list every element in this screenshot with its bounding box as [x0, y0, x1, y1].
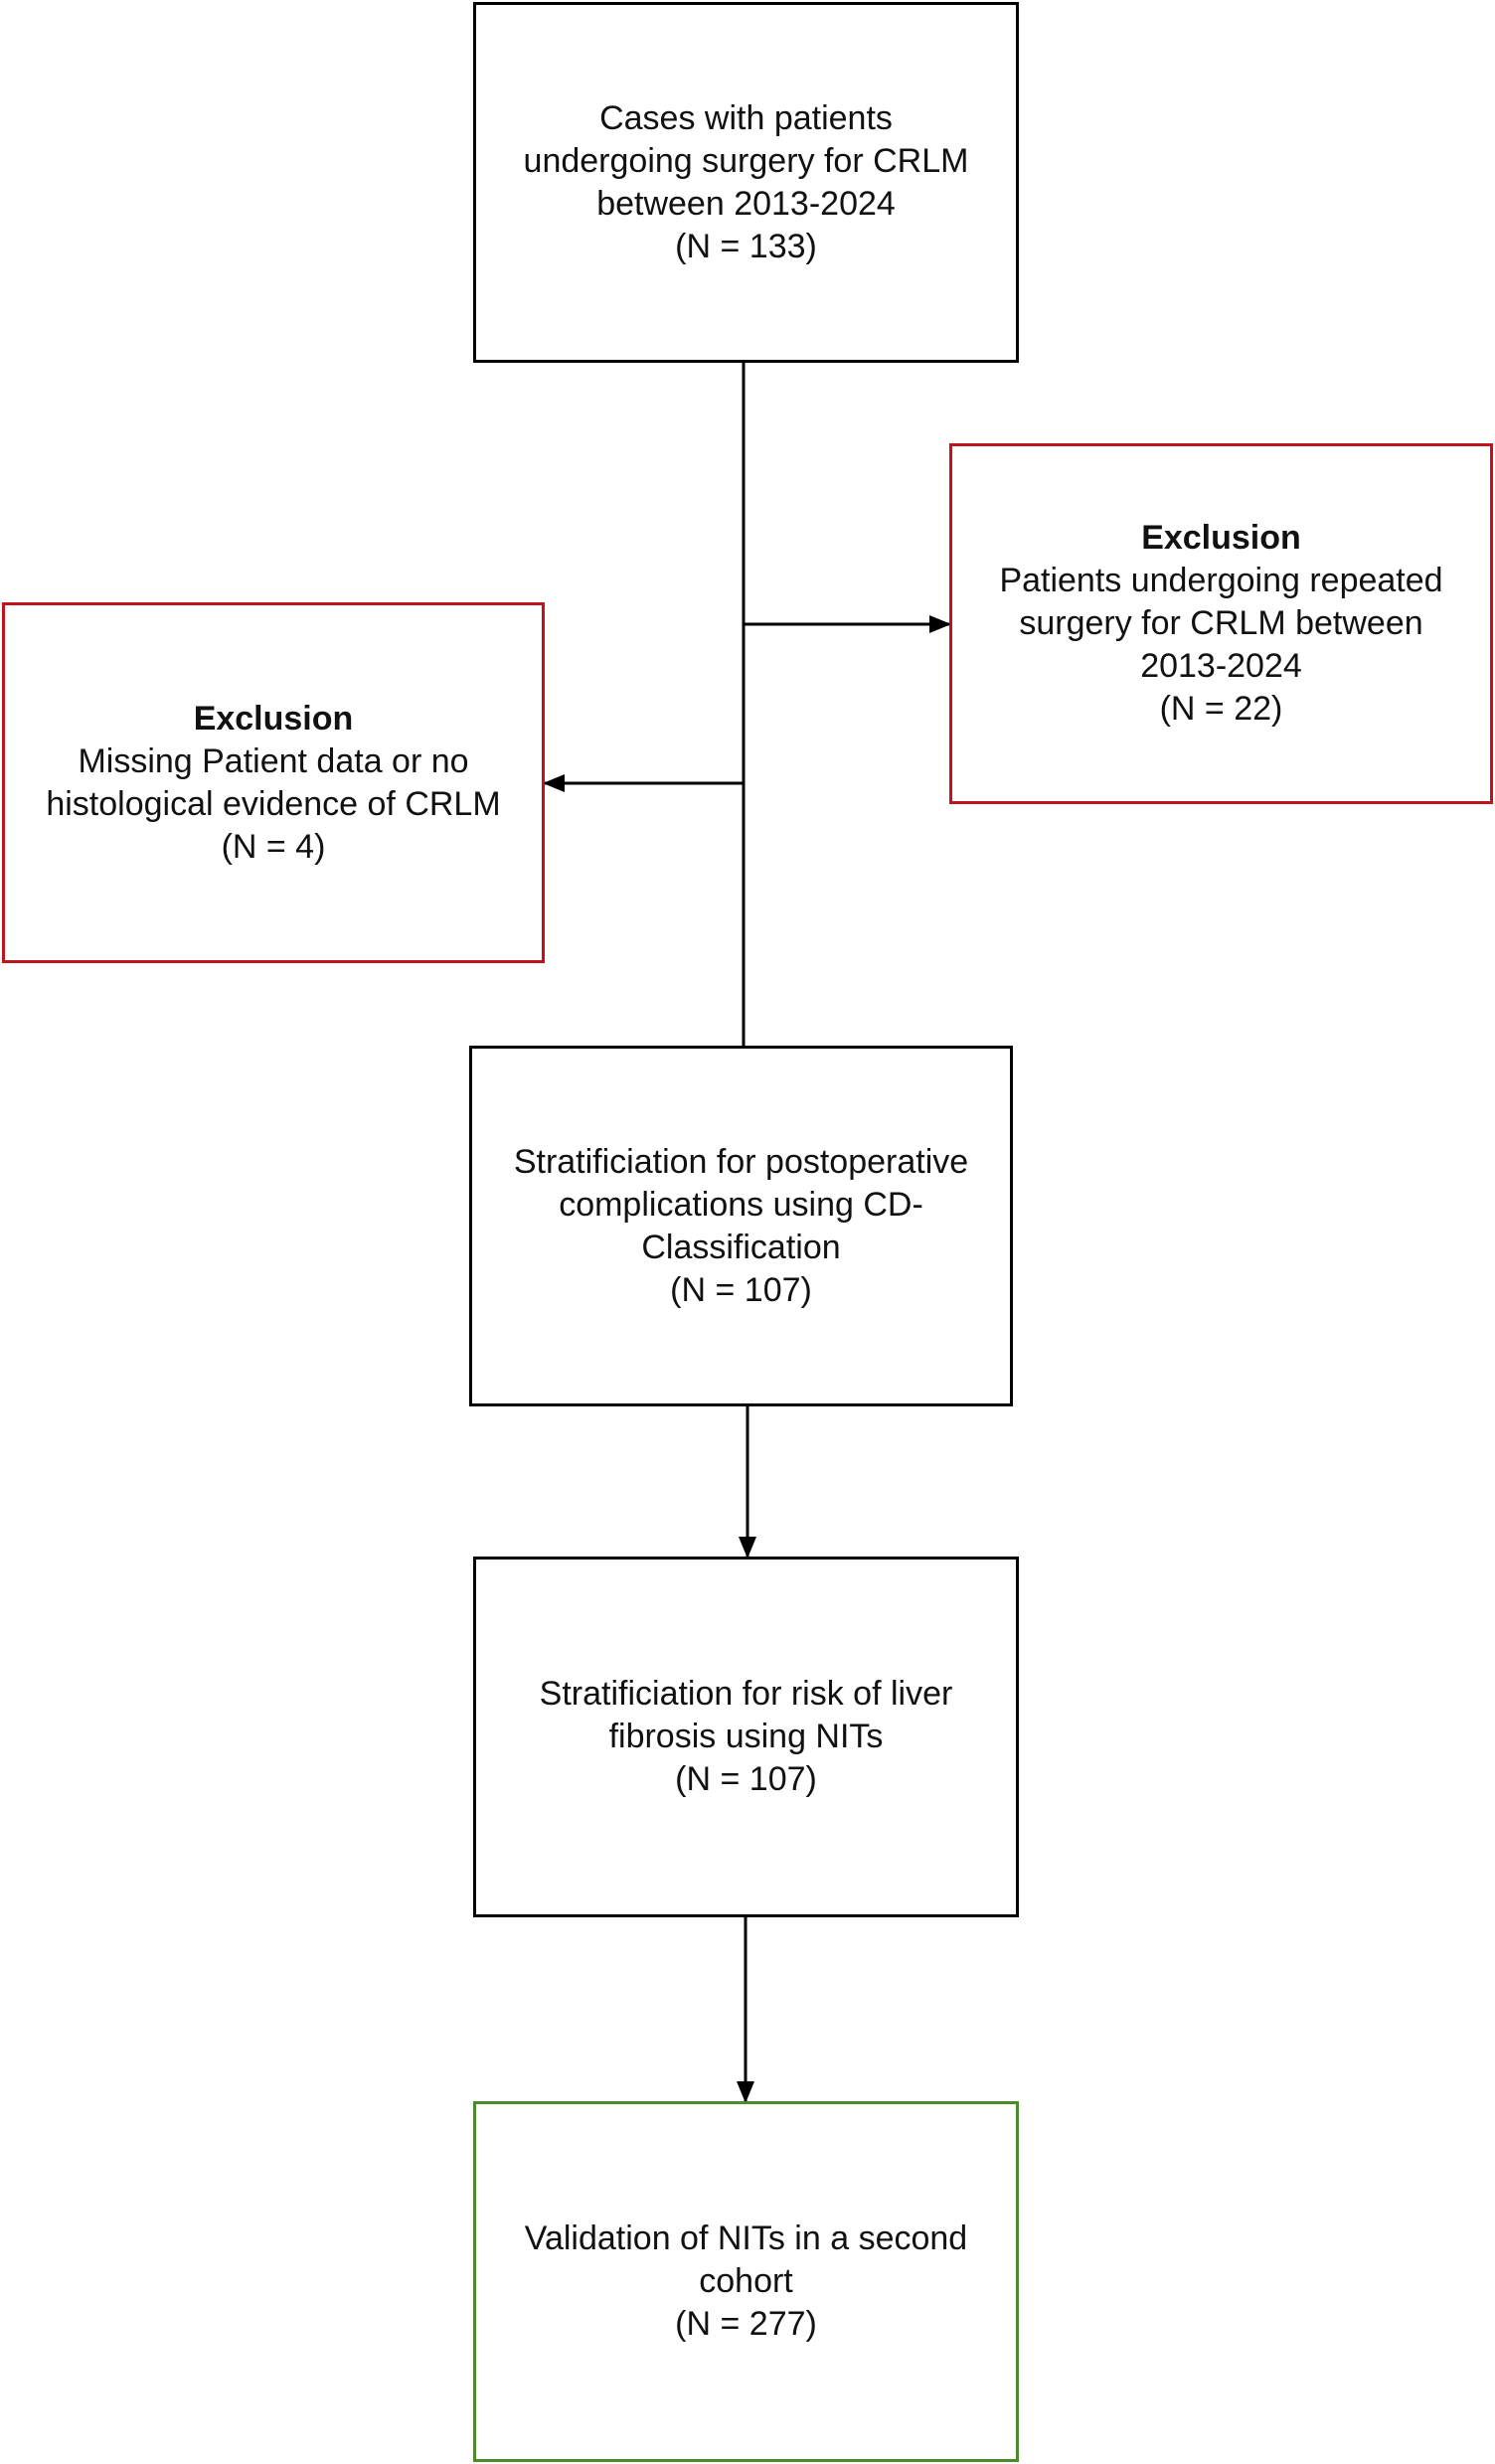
fibrosis-count: (N = 107)	[675, 1760, 817, 1798]
validation-line: Validation of NITs in a second	[524, 2219, 968, 2257]
exclusion-left-line: Missing Patient data or no	[78, 741, 469, 780]
complications-box: Stratificiation for postoperative compli…	[469, 1046, 1013, 1406]
fibrosis-line: fibrosis using NITs	[608, 1718, 884, 1755]
exclusion-left-heading: Exclusion	[193, 699, 354, 738]
start-line: between 2013-2024	[596, 184, 896, 223]
validation-box: Validation of NITs in a second cohort (N…	[473, 2101, 1019, 2462]
exclusion-left-count: (N = 4)	[221, 827, 326, 866]
complications-line: Stratificiation for postoperative	[513, 1142, 969, 1181]
exclusion-right-line: 2013-2024	[1140, 647, 1302, 685]
start-line: undergoing surgery for CRLM	[523, 141, 969, 180]
validation-count: (N = 277)	[675, 2305, 817, 2343]
exclusion-right-count: (N = 22)	[1159, 690, 1283, 728]
validation-line: cohort	[699, 2262, 793, 2300]
start-line: Cases with patients	[599, 98, 893, 137]
exclusion-right-box: Exclusion Patients undergoing repeated s…	[949, 443, 1493, 804]
complications-line: Classification	[641, 1228, 841, 1266]
complications-line: complications using CD-	[559, 1185, 923, 1224]
exclusion-right-line: surgery for CRLM between	[1019, 604, 1423, 642]
fibrosis-line: Stratificiation for risk of liver	[539, 1675, 953, 1713]
complications-count: (N = 107)	[670, 1270, 812, 1309]
exclusion-right-heading: Exclusion	[1141, 519, 1301, 557]
exclusion-left-line: histological evidence of CRLM	[46, 784, 501, 823]
exclusion-left-box: Exclusion Missing Patient data or no his…	[2, 602, 545, 963]
fibrosis-box: Stratificiation for risk of liver fibros…	[473, 1557, 1019, 1917]
start-box: Cases with patients undergoing surgery f…	[473, 2, 1019, 363]
start-count: (N = 133)	[675, 227, 817, 265]
exclusion-right-line: Patients undergoing repeated	[999, 562, 1443, 599]
